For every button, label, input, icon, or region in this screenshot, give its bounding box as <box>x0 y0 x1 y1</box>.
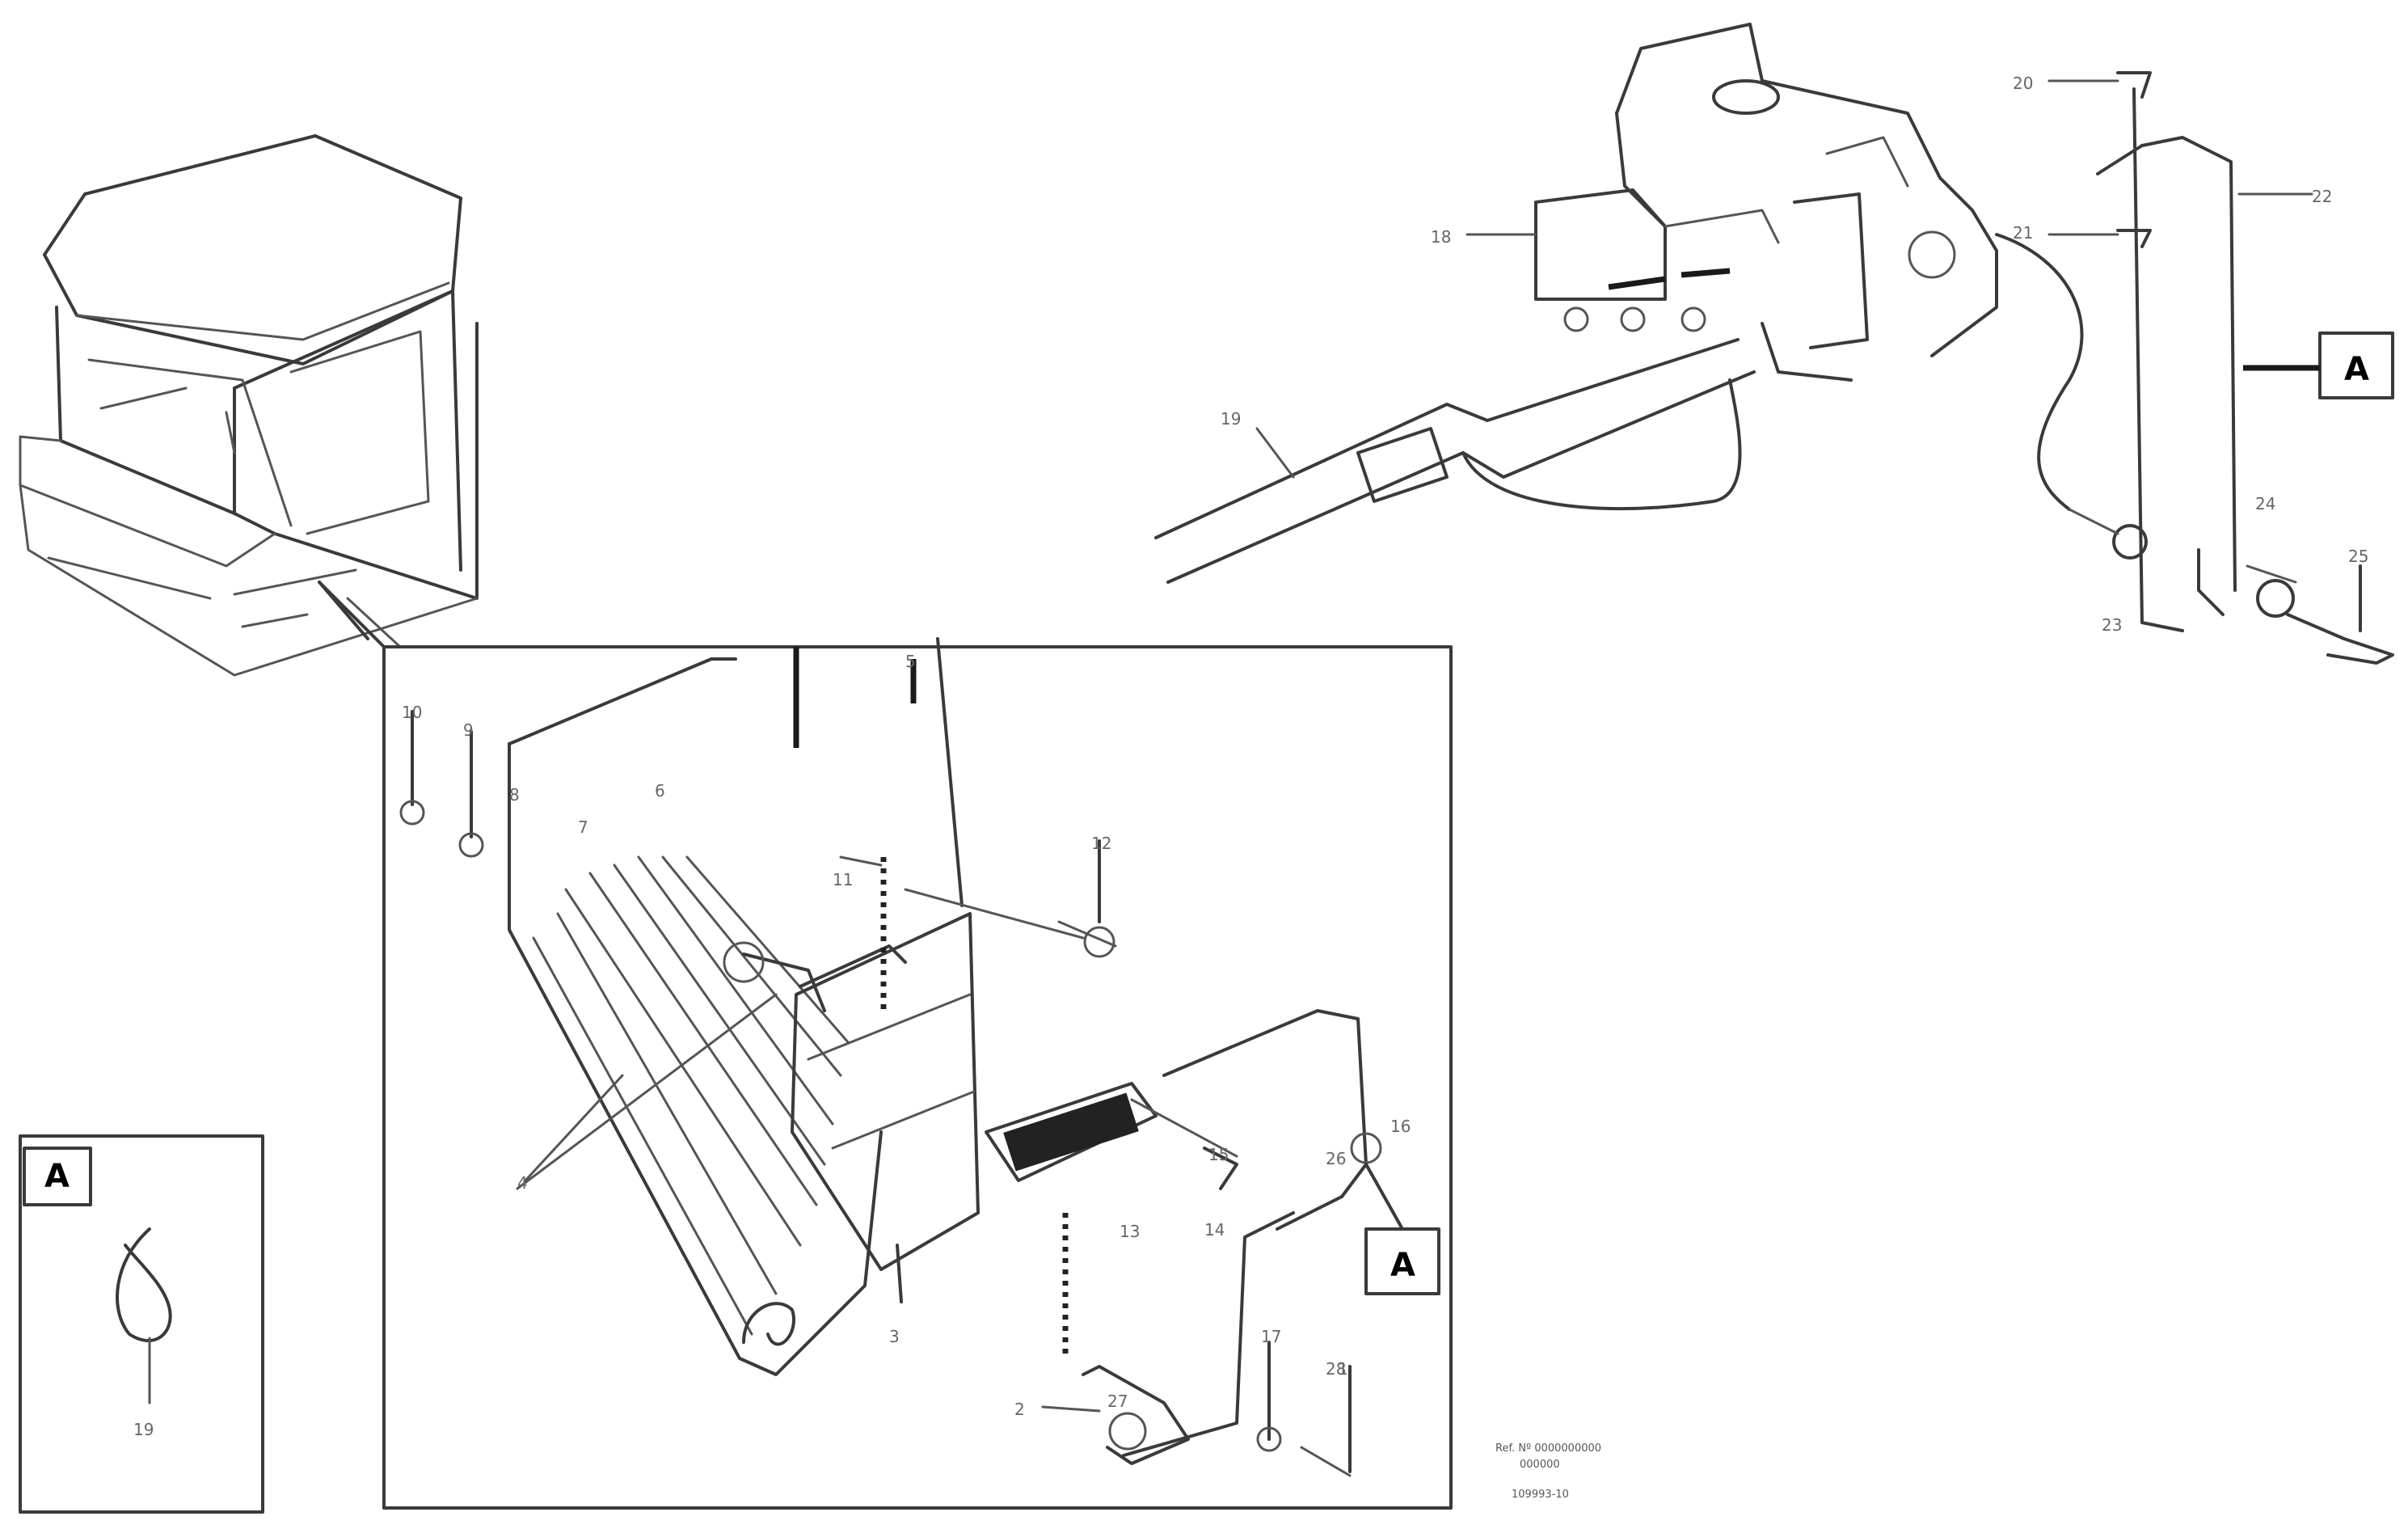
callout-8: 8 <box>509 785 520 805</box>
valve-hose-assembly <box>1154 23 2394 665</box>
callout-20: 20 <box>2013 74 2033 93</box>
view-a-marker-inset <box>1364 1227 1440 1295</box>
callout-24: 24 <box>2255 494 2275 513</box>
ref-line-2: 000000 <box>1520 1459 1560 1471</box>
callout-15: 15 <box>1208 1145 1229 1164</box>
view-a-label-right: A <box>2344 351 2369 388</box>
callout-9: 9 <box>463 720 474 740</box>
callout-22: 22 <box>2312 187 2332 206</box>
ref-line-1: Ref. Nº 0000000000 <box>1495 1442 1601 1455</box>
drawing-code: 109993-10 <box>1512 1489 1569 1501</box>
pedal-detail-frame <box>318 581 1453 1510</box>
callout-28: 28 <box>1326 1359 1346 1379</box>
callout-7: 7 <box>578 817 588 837</box>
view-a-detail <box>19 1134 264 1514</box>
callout-3: 3 <box>889 1327 900 1346</box>
dashed-guides <box>880 857 1069 1358</box>
callout-leaders <box>516 79 2313 1413</box>
callout-11: 11 <box>833 870 853 889</box>
callout-19-view-a: 19 <box>133 1420 154 1439</box>
callout-12: 12 <box>1091 834 1111 853</box>
view-a-label-inset: A <box>1390 1247 1415 1284</box>
callout-4: 4 <box>517 1173 528 1193</box>
callout-25: 25 <box>2348 547 2368 566</box>
callout-27: 27 <box>1107 1392 1128 1411</box>
callout-26: 26 <box>1326 1149 1346 1168</box>
callout-13: 13 <box>1120 1222 1140 1241</box>
view-a-marker-right <box>2243 332 2394 399</box>
sensor-module <box>985 1009 1404 1465</box>
view-a-label-box: A <box>44 1158 70 1195</box>
cab-illustration <box>19 134 479 677</box>
callout-6: 6 <box>655 781 665 800</box>
callout-2: 2 <box>1014 1400 1025 1419</box>
hardware-group <box>399 710 1352 1477</box>
callout-18: 18 <box>1431 227 1451 247</box>
callout-10: 10 <box>402 703 422 722</box>
callout-5: 5 <box>905 652 916 671</box>
callout-16: 16 <box>1390 1117 1411 1136</box>
callout-23: 23 <box>2102 615 2122 635</box>
callout-1: 1 <box>1338 1359 1348 1379</box>
callout-labels: 10 9 8 7 6 5 11 12 4 3 13 14 15 16 2 1 1… <box>133 74 2368 1439</box>
drawing-reference: Ref. Nº 0000000000 000000 109993-10 <box>1495 1442 1601 1501</box>
callout-19: 19 <box>1221 409 1241 429</box>
pedal-assembly <box>508 637 1085 1376</box>
callout-14: 14 <box>1204 1220 1225 1240</box>
callout-17: 17 <box>1261 1327 1281 1346</box>
callout-21: 21 <box>2013 223 2033 243</box>
